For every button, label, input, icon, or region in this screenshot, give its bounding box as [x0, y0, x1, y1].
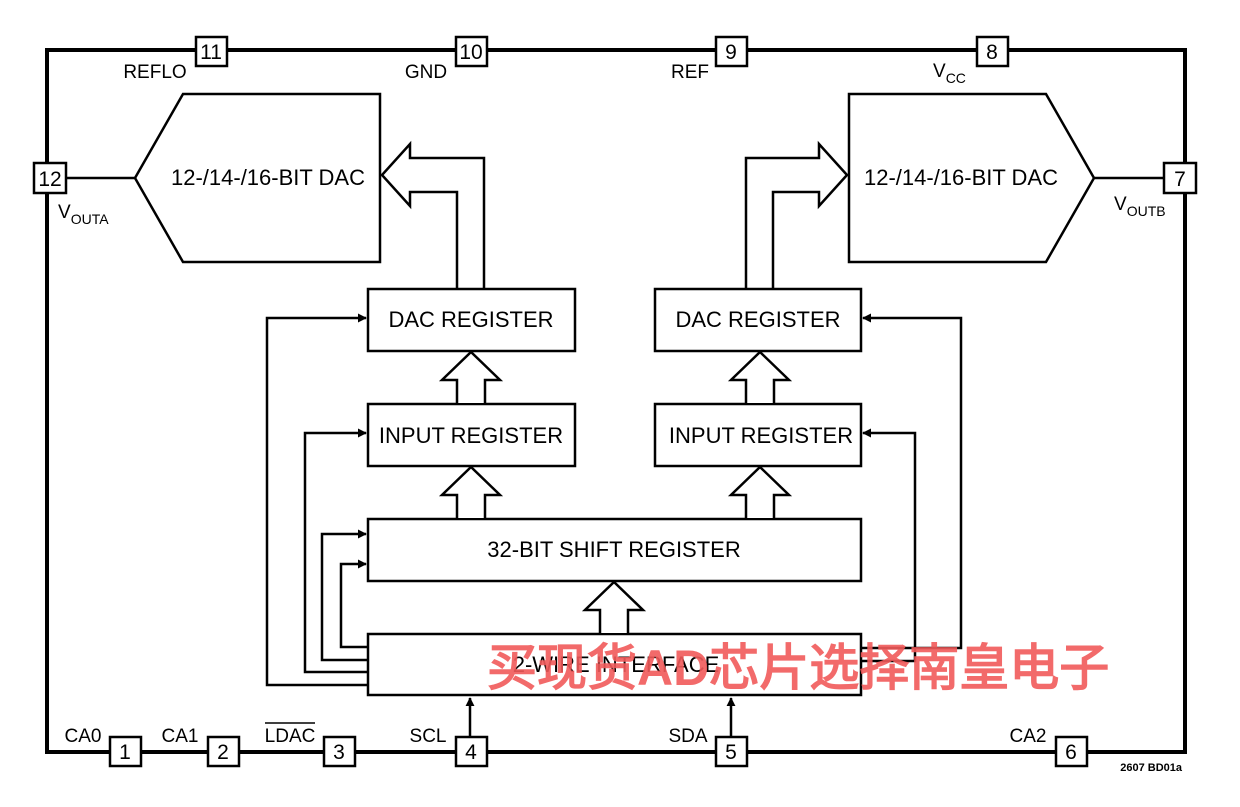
pin-8: 8 [975, 35, 1010, 68]
pin-number: 12 [38, 168, 61, 191]
pin-number: 4 [465, 741, 477, 764]
pin-8-label-sub: CC [946, 70, 966, 86]
pin-box [975, 35, 1010, 68]
pin-7: 7 [1162, 161, 1198, 195]
pin-number: 3 [333, 741, 345, 764]
pin-box [1162, 161, 1198, 195]
pin-12: 12 [32, 161, 68, 195]
up-arrow-shift-to-input-a [438, 465, 504, 518]
pin-8-label: VCC [933, 61, 966, 86]
pin-2: 2 [206, 735, 241, 768]
pin-12-label-sub: OUTA [71, 211, 110, 227]
dac-register-b [653, 287, 863, 353]
pin-box [322, 735, 357, 768]
pin-9-label: REF [671, 62, 709, 83]
pin-3-label: LDAC [265, 726, 316, 747]
control-line-shift-2 [339, 559, 368, 649]
pin-number: 9 [725, 41, 737, 64]
dac-register-b-label: DAC REGISTER [675, 307, 840, 332]
pin-5: 5 [714, 735, 749, 768]
dac-a-label: 12-/14-/16-BIT DAC [171, 165, 365, 190]
dac-b-block [847, 92, 1096, 264]
pin-10: 10 [454, 35, 489, 68]
dac-register-a-label: DAC REGISTER [388, 307, 553, 332]
pin-7-label-main: V [1114, 194, 1127, 215]
pin-box [194, 35, 229, 68]
bus-arrow-dac-b [744, 140, 849, 289]
watermark: 买现货AD芯片选择南皇电子 [487, 640, 1109, 696]
pin-box [714, 735, 749, 768]
input-register-b [653, 402, 863, 468]
pin-number: 1 [119, 741, 131, 764]
pin-11-label: REFLO [123, 62, 186, 83]
pin-2-label: CA1 [162, 726, 199, 747]
dac-a-block [133, 92, 382, 264]
two-wire-interface [366, 632, 863, 697]
pin-7-label: VOUTB [1114, 194, 1166, 219]
dac-register-a [366, 287, 577, 353]
dac-b-label: 12-/14-/16-BIT DAC [864, 165, 1058, 190]
pin-number: 7 [1174, 168, 1186, 191]
up-arrow-interface-to-shift [581, 580, 647, 633]
pin-3: 3 [322, 735, 357, 768]
pin-9: 9 [714, 35, 749, 68]
pin-1: 1 [108, 735, 143, 768]
control-line-input-reg-a [303, 428, 368, 674]
control-line-input-reg-b [861, 428, 917, 663]
pin-6-label: CA2 [1010, 726, 1047, 747]
shift-register-label: 32-BIT SHIFT REGISTER [487, 537, 740, 562]
input-register-a [366, 402, 577, 468]
pin-number: 11 [200, 41, 222, 64]
pin-10-label: GND [405, 62, 447, 83]
bus-arrow-dac-a [380, 140, 486, 289]
pin-box [108, 735, 143, 768]
pin-box [206, 735, 241, 768]
pin-box [1054, 735, 1089, 768]
pin-box [714, 35, 749, 68]
pin-number: 2 [217, 741, 229, 764]
control-line-dac-reg-b [861, 313, 963, 650]
pin-5-label: SDA [668, 726, 707, 747]
pin-number: 5 [725, 741, 737, 764]
pin-6: 6 [1054, 735, 1089, 768]
two-wire-interface-label: 2-WIRE INTERFACE [513, 652, 720, 677]
pin-number: 10 [459, 41, 482, 64]
up-arrow-input-to-dac-a [438, 350, 504, 403]
pin-4-label: SCL [410, 726, 447, 747]
pin-11: 11 [194, 35, 229, 68]
pin-4: 4 [454, 735, 489, 768]
shift-register [366, 517, 863, 583]
pin-12-label: VOUTA [58, 202, 109, 227]
pin-box [454, 35, 489, 68]
pin-12-label-main: V [58, 202, 71, 223]
input-register-a-label: INPUT REGISTER [379, 423, 563, 448]
pin-8-label-main: V [933, 61, 946, 82]
pin-box [454, 735, 489, 768]
pin-7-label-sub: OUTB [1127, 203, 1166, 219]
pin-box [32, 161, 68, 195]
up-arrow-input-to-dac-b [727, 350, 793, 403]
chip-outline [45, 48, 1187, 754]
pin-1-label: CA0 [65, 726, 102, 747]
pin-number: 8 [986, 41, 998, 64]
pin-number: 6 [1065, 741, 1077, 764]
control-line-shift-1 [320, 529, 368, 662]
control-line-dac-reg-a [265, 313, 368, 687]
up-arrow-shift-to-input-b [727, 465, 793, 518]
figure-id: 2607 BD01a [1120, 762, 1183, 774]
input-register-b-label: INPUT REGISTER [669, 423, 853, 448]
